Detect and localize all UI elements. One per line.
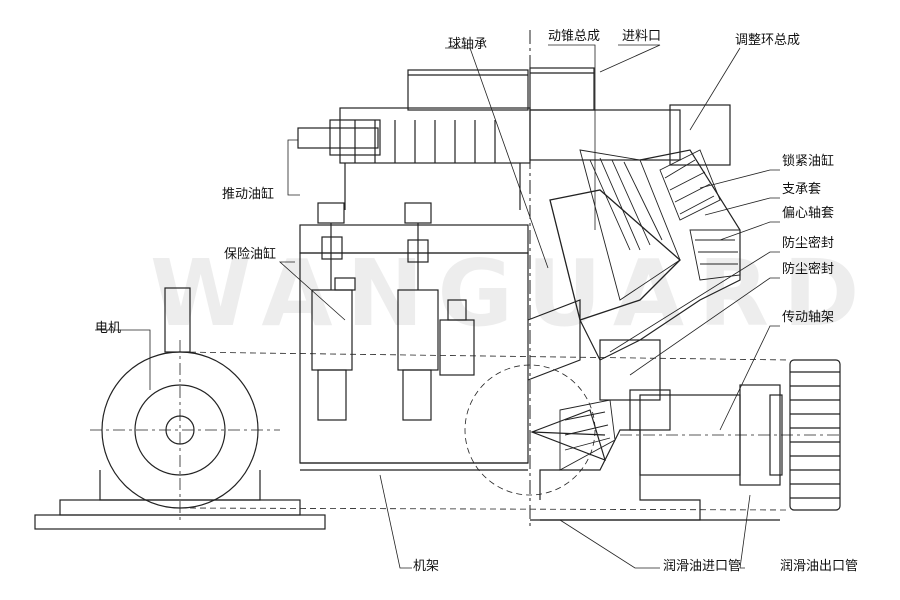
bevel-gear [530,409,606,461]
label-frame: 机架 [413,559,440,574]
top-structure [297,107,531,210]
sheave-pulley [789,359,841,511]
label-lube-outlet-pipe: 润滑油出口管 [780,559,859,574]
label-support-sleeve: 支承套 [782,182,822,197]
main-frame [299,252,581,471]
label-push-cylinder: 推动油缸 [222,187,275,202]
label-lock-cylinder: 锁紧油缸 [782,154,835,169]
leader-lines [95,44,780,569]
drive-shaft-housing [620,384,840,486]
hatched-parts [559,149,741,471]
label-adjust-ring: 调整环总成 [735,33,801,48]
label-eccentric-sleeve: 偏心轴套 [782,206,835,221]
safety-cylinder-shape [311,277,475,421]
label-motor: 电机 [95,321,122,336]
label-dust-seal-2: 防尘密封 [782,262,835,277]
label-dust-seal-1: 防尘密封 [782,236,835,251]
label-feed-inlet: 进料口 [622,29,662,44]
right-body [529,104,780,521]
feed-hopper [407,67,595,111]
dashed-circle [464,364,596,496]
label-drive-shaft-frame: 传动轴架 [782,310,835,325]
motor-shape [34,287,326,530]
tie-rods [299,202,529,290]
label-safety-cylinder: 保险油缸 [224,247,277,262]
label-ball-bearing: 球轴承 [448,37,488,52]
label-moving-cone: 动锥总成 [548,29,601,44]
label-lube-inlet-pipe: 润滑油进口管 [663,559,742,574]
belts [179,351,791,511]
